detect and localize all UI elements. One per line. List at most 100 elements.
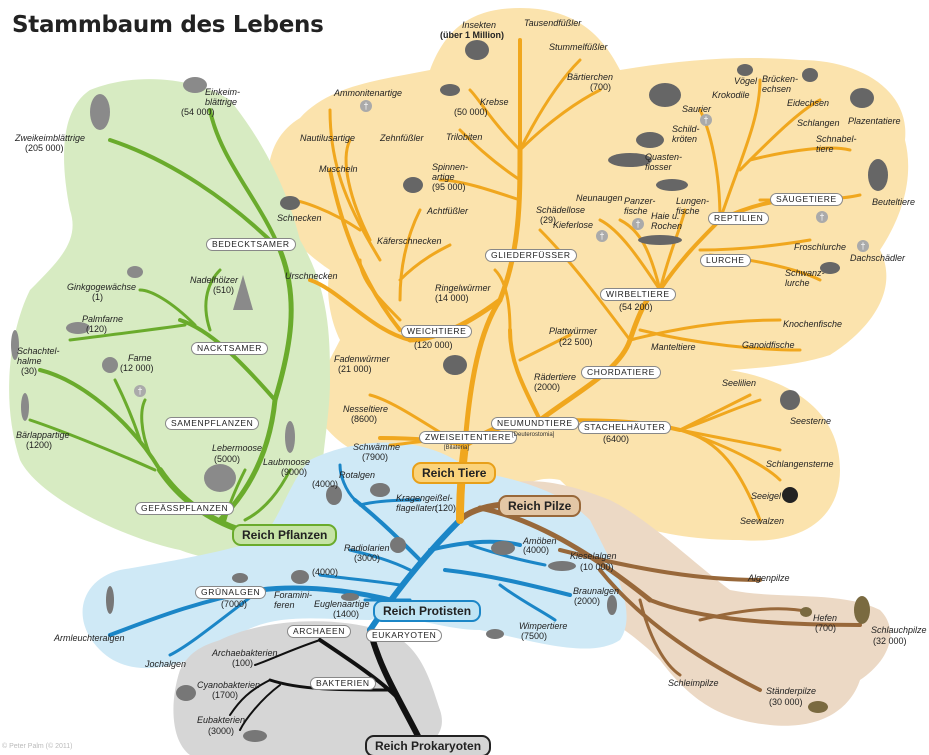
- label-algenpilze: Algenpilze: [748, 573, 790, 583]
- kingdom-tiere: Reich Tiere: [412, 462, 497, 484]
- label-ganoidfische: Ganoidfische: [742, 340, 795, 350]
- label-lungenfische: Lungen- fische: [676, 196, 710, 216]
- count-archaebakterien: (100): [232, 658, 254, 668]
- group-wirbeltiere: WIRBELTIERE: [600, 288, 676, 301]
- label-schildkroeten: Schild- kröten: [672, 124, 700, 144]
- count-stachelhaeuter: (6400): [603, 434, 630, 444]
- group-zweiseitentiere: ZWEISEITENTIERE: [419, 431, 517, 444]
- label-dachschaedler: Dachschädler: [850, 253, 906, 263]
- count-rotalgen: (4000): [312, 479, 339, 489]
- label-knochenfische: Knochenfische: [783, 319, 843, 329]
- count-schwaemme: (7900): [362, 452, 389, 462]
- label-kieselalgen: Kieselalgen: [570, 551, 617, 561]
- extinct-icon: †: [632, 218, 644, 230]
- count-amoeben: (4000): [523, 545, 550, 555]
- group-lurche: LURCHE: [700, 254, 751, 267]
- group-reptilien: REPTILIEN: [708, 212, 770, 225]
- label-nadelhoelzer: Nadelhölzer: [190, 275, 239, 285]
- label-zehnfuessler: Zehnfüßler: [380, 133, 424, 143]
- count-raedertiere: (2000): [534, 382, 561, 392]
- count-zweikeimblaettrige: (205 000): [25, 143, 64, 153]
- count-staenderpilze: (30 000): [769, 697, 803, 707]
- label-schnecken: Schnecken: [277, 213, 322, 223]
- label-nautilusartige: Nautilusartige: [300, 133, 356, 143]
- group-samenpflanzen: SAMENPFLANZEN: [165, 417, 260, 430]
- label-amoeben: Amöben: [523, 536, 557, 546]
- label-seeigel: Seeigel: [751, 491, 782, 501]
- kingdom-pflanzen: Reich Pflanzen: [232, 524, 338, 546]
- label-radiolarien: Radiolarien: [344, 543, 390, 553]
- count-plattwuermer: (22 500): [559, 337, 593, 347]
- group-deuterostomia: [Deuterostomia]: [512, 432, 555, 438]
- fungi-figures: [800, 596, 870, 713]
- label-armleuchteralgen: Armleuchteralgen: [54, 633, 125, 643]
- count-krebse: (50 000): [454, 107, 488, 117]
- label-rotalgen: Rotalgen: [339, 470, 376, 480]
- extinct-icon: †: [596, 230, 608, 242]
- extinct-icon: †: [857, 240, 869, 252]
- label-schwanzlurche: Schwanz- lurche: [785, 268, 825, 288]
- protist-figures: [106, 483, 617, 742]
- label-baertierchen: Bärtierchen: [567, 72, 614, 82]
- count-gruenalgen: (7000): [221, 599, 248, 609]
- count-schlauchpilze: (32 000): [873, 636, 907, 646]
- count-ringelwuermer: (14 000): [435, 293, 469, 303]
- group-saeugetiere: SÄUGETIERE: [770, 193, 843, 206]
- label-eidechsen: Eidechsen: [787, 98, 830, 108]
- label-saurier: Saurier: [682, 104, 712, 114]
- extinct-icon: †: [816, 211, 828, 223]
- label-schlangen: Schlangen: [797, 118, 840, 128]
- count-nesseltiere: (8600): [351, 414, 378, 424]
- label-zweikeimblaettrige: Zweikeimblättrige: [15, 133, 86, 143]
- label-beuteltiere: Beuteltiere: [872, 197, 916, 207]
- group-bakterien: BAKTERIEN: [310, 677, 376, 690]
- count-wimpertiere: (7500): [521, 631, 548, 641]
- count-cyanobakterien: (1700): [212, 690, 239, 700]
- kingdom-prokaryoten: Reich Prokaryoten: [365, 735, 492, 755]
- count-schaedellose: (29): [540, 215, 557, 225]
- plant-figures: [11, 77, 295, 492]
- count-weichtiere: (120 000): [414, 340, 453, 350]
- extinct-icon: †: [700, 114, 712, 126]
- count-baerlapp: (1200): [26, 440, 53, 450]
- count-braunalgen: (2000): [574, 596, 601, 606]
- count-einkeimblaettrige: (54 000): [181, 107, 215, 117]
- label-urschnecken: Urschnecken: [285, 271, 338, 281]
- label-seewalzen: Seewalzen: [740, 516, 785, 526]
- label-foraminiferen: Foramini- feren: [274, 590, 313, 610]
- label-krebse: Krebse: [480, 97, 509, 107]
- label-raedertiere: Rädertiere: [534, 372, 577, 382]
- label-schaedellose: Schädellose: [536, 205, 586, 215]
- label-krokodile: Krokodile: [712, 90, 750, 100]
- group-gliederfuesser: GLIEDERFÜSSER: [485, 249, 577, 262]
- page-title: Stammbaum des Lebens: [12, 12, 324, 38]
- label-plattwuermer: Plattwürmer: [549, 326, 598, 336]
- label-einkeimblaettrige: Einkeim- blättrige: [205, 87, 241, 107]
- count-wirbeltiere: (54 200): [619, 302, 653, 312]
- label-brueckenechsen: Brücken- echsen: [762, 74, 799, 94]
- label-hefen: Hefen: [813, 613, 838, 623]
- count-baertierchen: (700): [590, 82, 612, 92]
- label-braunalgen: Braunalgen: [573, 586, 620, 596]
- label-archaebakterien: Archaebakterien: [212, 648, 278, 658]
- label-kragengeissel: Kragengeißel- flagellaten: [396, 493, 453, 513]
- group-chordatiere: CHORDATIERE: [581, 366, 661, 379]
- label-voegel: Vögel: [734, 76, 758, 86]
- label-tausendfuessler: Tausendfüßler: [524, 18, 582, 28]
- label-schlangensterne: Schlangensterne: [766, 459, 834, 469]
- count-nadelhoelzer: (510): [213, 285, 235, 295]
- count-insekten: (über 1 Million): [440, 30, 504, 40]
- extinct-icon: †: [360, 100, 372, 112]
- label-trilobiten: Trilobiten: [446, 132, 483, 142]
- label-palmfarne: Palmfarne: [82, 314, 124, 324]
- count-ginkgo: (1): [92, 292, 103, 302]
- label-jochalgen: Jochalgen: [145, 659, 187, 669]
- label-eubakterien: Eubakterien: [197, 715, 246, 725]
- label-euglenen: Euglenaartige: [314, 599, 370, 609]
- label-ginkgo: Ginkgogewächse: [67, 282, 137, 292]
- count-eubakterien: (3000): [208, 726, 235, 736]
- label-plazentatiere: Plazentatiere: [848, 116, 901, 126]
- count-laubmoose: (9000): [281, 467, 308, 477]
- group-archaeen: ARCHAEEN: [287, 625, 352, 638]
